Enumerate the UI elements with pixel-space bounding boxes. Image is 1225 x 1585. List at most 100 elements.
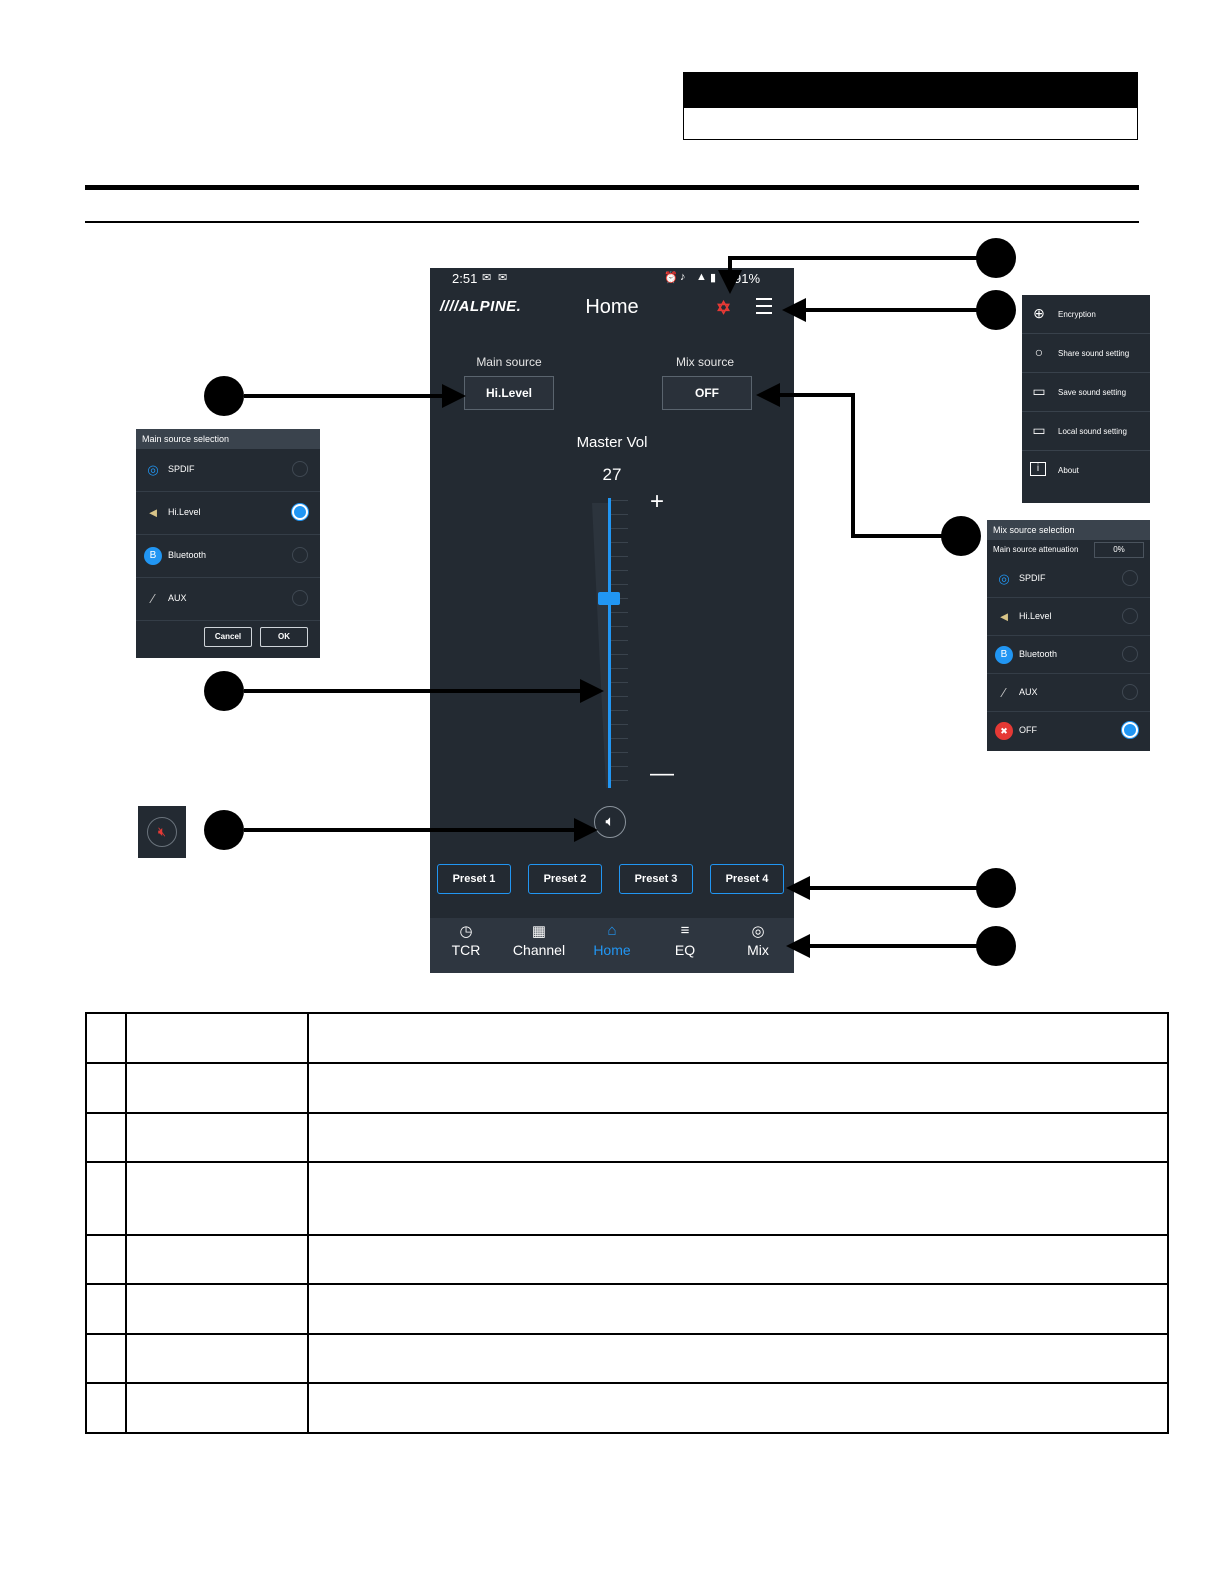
volume-tick bbox=[610, 766, 628, 767]
volume-plus[interactable]: + bbox=[650, 488, 665, 515]
nav-eq[interactable]: ≡ EQ bbox=[649, 918, 721, 973]
aux-icon: ∕ bbox=[151, 591, 155, 606]
menu-item-label: Encryption bbox=[1058, 310, 1096, 319]
cancel-button[interactable]: Cancel bbox=[204, 627, 252, 647]
nav-tcr[interactable]: ◷ TCR bbox=[430, 918, 502, 973]
header-box bbox=[683, 72, 1138, 140]
description-table bbox=[85, 1012, 1169, 1434]
table-row bbox=[85, 1382, 1169, 1434]
preset-3-button[interactable]: Preset 3 bbox=[619, 864, 693, 894]
spdif-icon: ◎ bbox=[147, 462, 159, 477]
radio-button-selected[interactable] bbox=[292, 504, 308, 520]
volume-tick bbox=[610, 514, 628, 515]
speaker-icon: ◄ bbox=[146, 505, 160, 520]
radio-button[interactable] bbox=[292, 461, 308, 477]
table-row bbox=[85, 1333, 1169, 1384]
main-option-hi-level[interactable]: ◄ Hi.Level bbox=[136, 492, 320, 535]
sliders-icon: ≡ bbox=[680, 922, 690, 939]
option-label: SPDIF bbox=[1019, 573, 1046, 583]
phone-screen: 2:51 ✉ ✉ ⏰ ♪ ▲ ▮ 91% ////ALPINE. Home ✡ … bbox=[430, 268, 794, 973]
hamburger-menu-icon[interactable] bbox=[756, 298, 772, 319]
nav-eq-label: EQ bbox=[674, 942, 696, 958]
radio-button[interactable] bbox=[1122, 684, 1138, 700]
grid-icon: ▦ bbox=[531, 923, 547, 940]
bluetooth-status-icon[interactable]: ✡ bbox=[716, 298, 732, 318]
volume-slider-track[interactable] bbox=[608, 498, 611, 788]
mix-option-aux[interactable]: ∕AUX bbox=[987, 674, 1150, 712]
callout-circle bbox=[941, 516, 981, 556]
menu-item-encryption[interactable]: ⊕ Encryption bbox=[1022, 295, 1150, 334]
menu-item-label: About bbox=[1058, 466, 1079, 475]
clock-icon: ◷ bbox=[459, 923, 473, 940]
volume-tick bbox=[610, 780, 628, 781]
nav-channel[interactable]: ▦Channel bbox=[503, 918, 575, 973]
volume-minus[interactable]: — bbox=[650, 760, 674, 787]
radio-button[interactable] bbox=[292, 590, 308, 606]
radio-button[interactable] bbox=[1122, 608, 1138, 624]
volume-tick bbox=[610, 612, 628, 613]
nav-tcr-label: TCR bbox=[451, 942, 481, 958]
dialog-actions: Cancel OK bbox=[136, 627, 320, 657]
table-row bbox=[85, 1062, 1169, 1114]
mute-inset: 🔇︎ bbox=[138, 806, 186, 858]
folder-open-icon: ▭ bbox=[1032, 422, 1046, 438]
volume-slider-shade bbox=[592, 503, 610, 788]
volume-tick bbox=[610, 626, 628, 627]
lock-icon: ⊕ bbox=[1033, 305, 1045, 321]
alarm-icon: ⏰ bbox=[664, 272, 678, 284]
volume-tick bbox=[610, 696, 628, 697]
radio-button-selected[interactable] bbox=[1122, 722, 1138, 738]
off-icon: ✖ bbox=[995, 722, 1013, 740]
preset-1-button[interactable]: Preset 1 bbox=[437, 864, 511, 894]
speaker-icon: 🔈︎ bbox=[605, 813, 615, 830]
speaker-muted-icon: 🔇︎ bbox=[147, 817, 177, 847]
aux-icon: ∕ bbox=[1002, 685, 1006, 700]
radio-button[interactable] bbox=[292, 547, 308, 563]
wifi-icon: ▲ bbox=[696, 271, 707, 283]
callout-circle bbox=[204, 376, 244, 416]
menu-item-label: Save sound setting bbox=[1058, 388, 1127, 397]
volume-slider-knob[interactable] bbox=[598, 591, 620, 605]
option-label: SPDIF bbox=[168, 464, 195, 474]
mix-option-off[interactable]: ✖OFF bbox=[987, 712, 1150, 749]
option-label: AUX bbox=[168, 593, 187, 603]
table-row bbox=[85, 1112, 1169, 1163]
radio-button[interactable] bbox=[1122, 570, 1138, 586]
table-row bbox=[85, 1161, 1169, 1236]
menu-item-save[interactable]: ▭Save sound setting bbox=[1022, 373, 1150, 412]
preset-4-button[interactable]: Preset 4 bbox=[710, 864, 784, 894]
volume-tick bbox=[610, 640, 628, 641]
settings-menu-panel: ⊕Encryption ○Share sound setting ▭Save s… bbox=[1022, 295, 1150, 503]
gmail-icon: ✉ bbox=[498, 272, 508, 284]
main-option-aux[interactable]: ∕ AUX bbox=[136, 578, 320, 621]
speaker-mute-button[interactable]: 🔈︎ bbox=[594, 806, 626, 838]
nav-mix[interactable]: ◎Mix bbox=[722, 918, 794, 973]
mix-source-dialog-title: Mix source selection bbox=[987, 520, 1150, 540]
info-icon: i bbox=[1030, 462, 1046, 476]
menu-item-about[interactable]: i About bbox=[1022, 451, 1150, 489]
mix-option-spdif[interactable]: ◎SPDIF bbox=[987, 560, 1150, 598]
ok-button[interactable]: OK bbox=[260, 627, 308, 647]
attenuation-row: Main source attenuation 0% bbox=[987, 540, 1150, 560]
screen-title: Home bbox=[585, 296, 639, 318]
menu-item-local[interactable]: ▭Local sound setting bbox=[1022, 412, 1150, 451]
menu-item-share[interactable]: ○Share sound setting bbox=[1022, 334, 1150, 373]
preset-2-button[interactable]: Preset 2 bbox=[528, 864, 602, 894]
option-label: Hi.Level bbox=[168, 507, 201, 517]
main-option-spdif[interactable]: ◎ SPDIF bbox=[136, 449, 320, 492]
radio-button[interactable] bbox=[1122, 646, 1138, 662]
table-row bbox=[85, 1012, 1169, 1064]
option-label: Bluetooth bbox=[1019, 649, 1058, 659]
section-rule-thin bbox=[85, 221, 1139, 223]
callout-circle bbox=[204, 671, 244, 711]
nav-home[interactable]: ⌂Home bbox=[576, 918, 648, 973]
mute-status-icon: ♪ bbox=[680, 271, 686, 283]
mix-source-button[interactable]: OFF bbox=[662, 376, 752, 410]
table-row bbox=[85, 1283, 1169, 1335]
mix-option-hi-level[interactable]: ◄Hi.Level bbox=[987, 598, 1150, 636]
attenuation-value[interactable]: 0% bbox=[1094, 542, 1144, 558]
mix-source-dialog: Mix source selection Main source attenua… bbox=[987, 520, 1150, 751]
main-source-button[interactable]: Hi.Level bbox=[464, 376, 554, 410]
